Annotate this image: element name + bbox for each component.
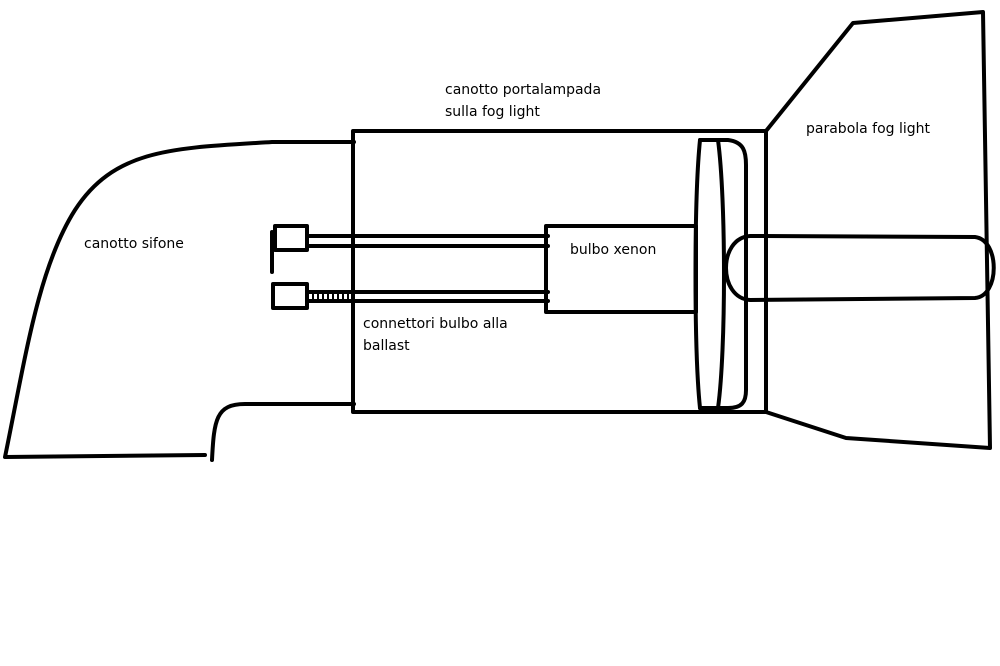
canotto-portalampada-label-line2: sulla fog light <box>445 104 540 120</box>
bulbo-xenon-box <box>544 224 698 314</box>
connector-plug-top <box>273 224 309 252</box>
bulb-capsule <box>724 234 996 302</box>
canotto-portalampada-label-line1: canotto portalampada <box>445 82 602 98</box>
bulb-flange-inner-right <box>716 138 726 410</box>
canotto-sifone-outline <box>3 140 356 462</box>
connettori-label-line2: ballast <box>363 338 410 354</box>
bulbo-xenon-label: bulbo xenon <box>570 242 657 258</box>
connector-wire-top <box>306 234 550 248</box>
bulb-flange <box>698 138 748 410</box>
connector-wire-bottom-coil <box>312 290 349 303</box>
parabola-outline <box>764 10 992 450</box>
canotto-portalampada-rect <box>351 129 768 414</box>
connettori-label-line1: connettori bulbo alla <box>363 316 508 332</box>
parabola-fog-light-label: parabola fog light <box>806 121 931 137</box>
connector-plug-bottom <box>271 282 309 310</box>
canotto-sifone-label: canotto sifone <box>84 236 184 252</box>
